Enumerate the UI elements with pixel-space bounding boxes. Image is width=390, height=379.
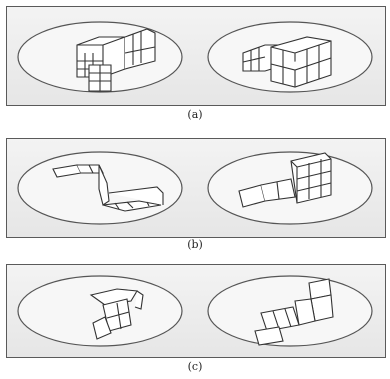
panel-b (6, 138, 386, 238)
block-figure-c-right (254, 278, 334, 346)
block-figure-a-left (76, 28, 156, 92)
block-figure-c-left (89, 288, 144, 340)
caption-a: (a) (187, 108, 203, 121)
panel-c (6, 264, 386, 358)
block-figure-b-left (52, 164, 164, 212)
block-figure-a-right (242, 36, 332, 88)
block-figure-b-right (238, 152, 332, 208)
caption-b: (b) (187, 238, 203, 251)
panel-a (6, 6, 386, 106)
caption-c: (c) (187, 360, 203, 373)
